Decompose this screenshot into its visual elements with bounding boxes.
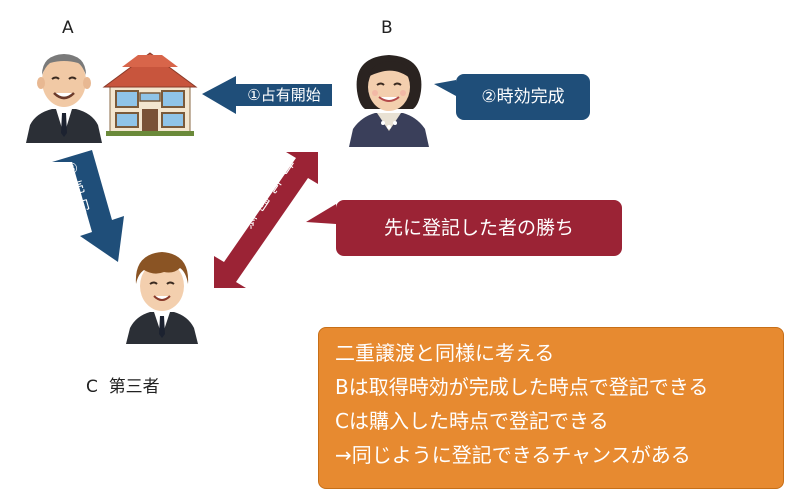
possession-arrow-label: ①占有開始 <box>247 86 321 104</box>
person-c-label: C 第三者 <box>86 372 160 397</box>
note-line-4: →同じように登記できるチャンスがある <box>335 443 691 467</box>
person-c-letter: C <box>86 377 98 397</box>
prescription-callout-text: ②時効完成 <box>481 87 565 107</box>
prescription-callout-tail <box>434 80 456 96</box>
person-a-label: A <box>62 18 74 38</box>
person-b-illustration <box>349 55 429 147</box>
prescription-callout: ②時効完成 <box>456 74 590 120</box>
first-register-callout-text: 先に登記した者の勝ち <box>383 217 574 239</box>
person-b-label: B <box>381 18 393 38</box>
first-register-callout: 先に登記した者の勝ち <box>336 200 622 256</box>
note-line-2: Bは取得時効が完成した時点で登記できる <box>335 375 709 399</box>
person-c-role: 第三者 <box>108 377 160 397</box>
explanation-note: 二重譲渡と同様に考える Bは取得時効が完成した時点で登記できる Cは購入した時点… <box>318 327 784 489</box>
sale-arrow <box>52 150 124 262</box>
note-line-3: Cは購入した時点で登記できる <box>335 409 609 433</box>
possession-arrow <box>202 76 332 114</box>
first-register-callout-tail <box>306 204 336 224</box>
person-c-illustration <box>126 252 198 344</box>
opposition-arrow <box>214 152 318 288</box>
person-a-illustration <box>26 54 102 143</box>
note-line-1: 二重譲渡と同様に考える <box>335 341 555 365</box>
house-icon <box>102 52 198 136</box>
